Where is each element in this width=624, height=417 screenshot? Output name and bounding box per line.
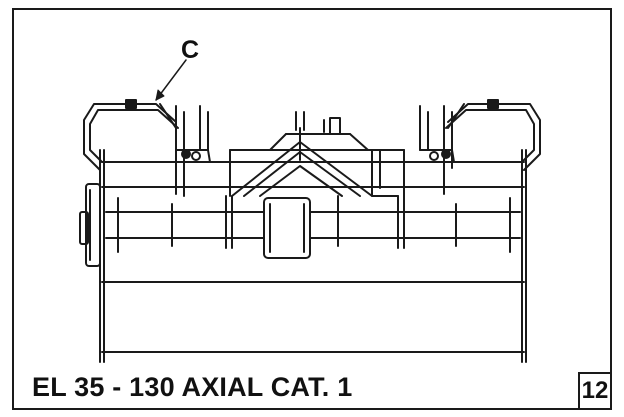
left-hitch-bracket: [175, 105, 211, 197]
right-hitch-bracket: [419, 105, 455, 195]
figure-caption: EL 35 - 130 AXIAL CAT. 1: [32, 372, 353, 402]
left-side-disc: [79, 183, 101, 267]
rotor-shaft: [105, 195, 521, 259]
left-guard-bar: [83, 99, 179, 171]
callout-arrowhead: [155, 89, 165, 101]
right-guard-bar: [445, 99, 541, 171]
callout-label-c: C: [181, 36, 200, 64]
figure-frame: [12, 8, 612, 410]
frame-rails: [99, 149, 527, 363]
figure-number: 12: [578, 372, 612, 410]
central-gearbox: [229, 111, 405, 197]
